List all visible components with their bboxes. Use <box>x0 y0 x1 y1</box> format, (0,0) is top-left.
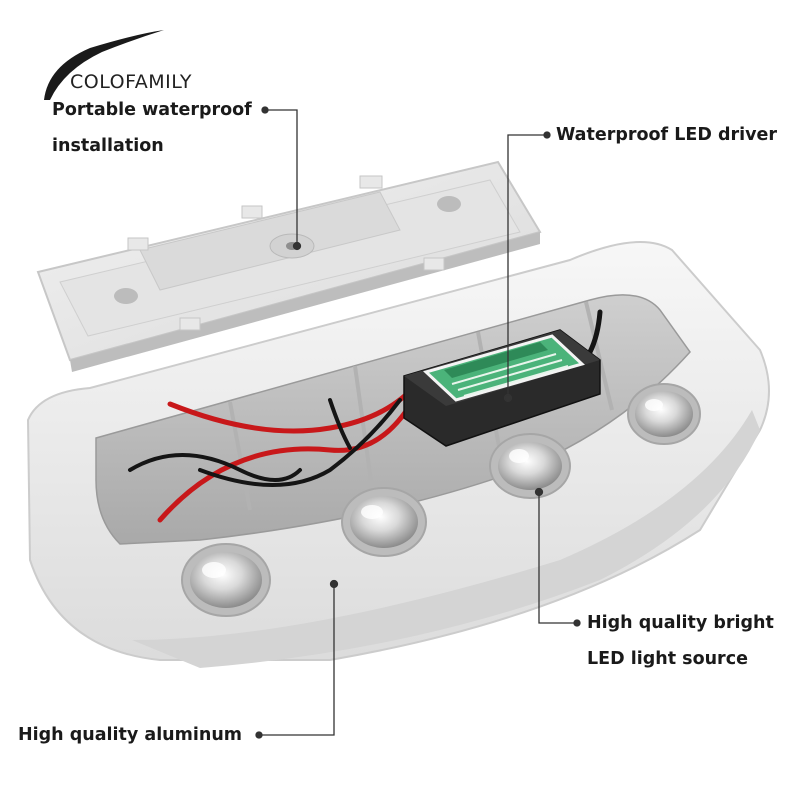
led-lens <box>181 543 271 617</box>
callout-light-source: High quality bright LED light source <box>587 605 774 677</box>
led-lens <box>341 487 427 557</box>
brand-logo: COLOFAMILY <box>40 26 220 106</box>
led-lenses <box>181 383 701 617</box>
wiring <box>128 309 603 523</box>
callout-portable-line1: Portable waterproof <box>52 100 252 120</box>
led-lens <box>627 383 701 445</box>
callout-driver: Waterproof LED driver <box>556 125 778 145</box>
callout-aluminum: High quality aluminum <box>18 725 243 745</box>
brand-name: COLOFAMILY <box>70 71 192 93</box>
led-driver-module <box>403 329 601 447</box>
callout-light-source-line2: LED light source <box>587 649 748 669</box>
brand-swoosh-icon <box>44 30 164 100</box>
callout-portable-line2: installation <box>52 136 164 156</box>
led-lens <box>489 433 571 499</box>
callout-portable: Portable waterproof installation <box>52 92 252 164</box>
callout-light-source-line1: High quality bright <box>587 613 774 633</box>
